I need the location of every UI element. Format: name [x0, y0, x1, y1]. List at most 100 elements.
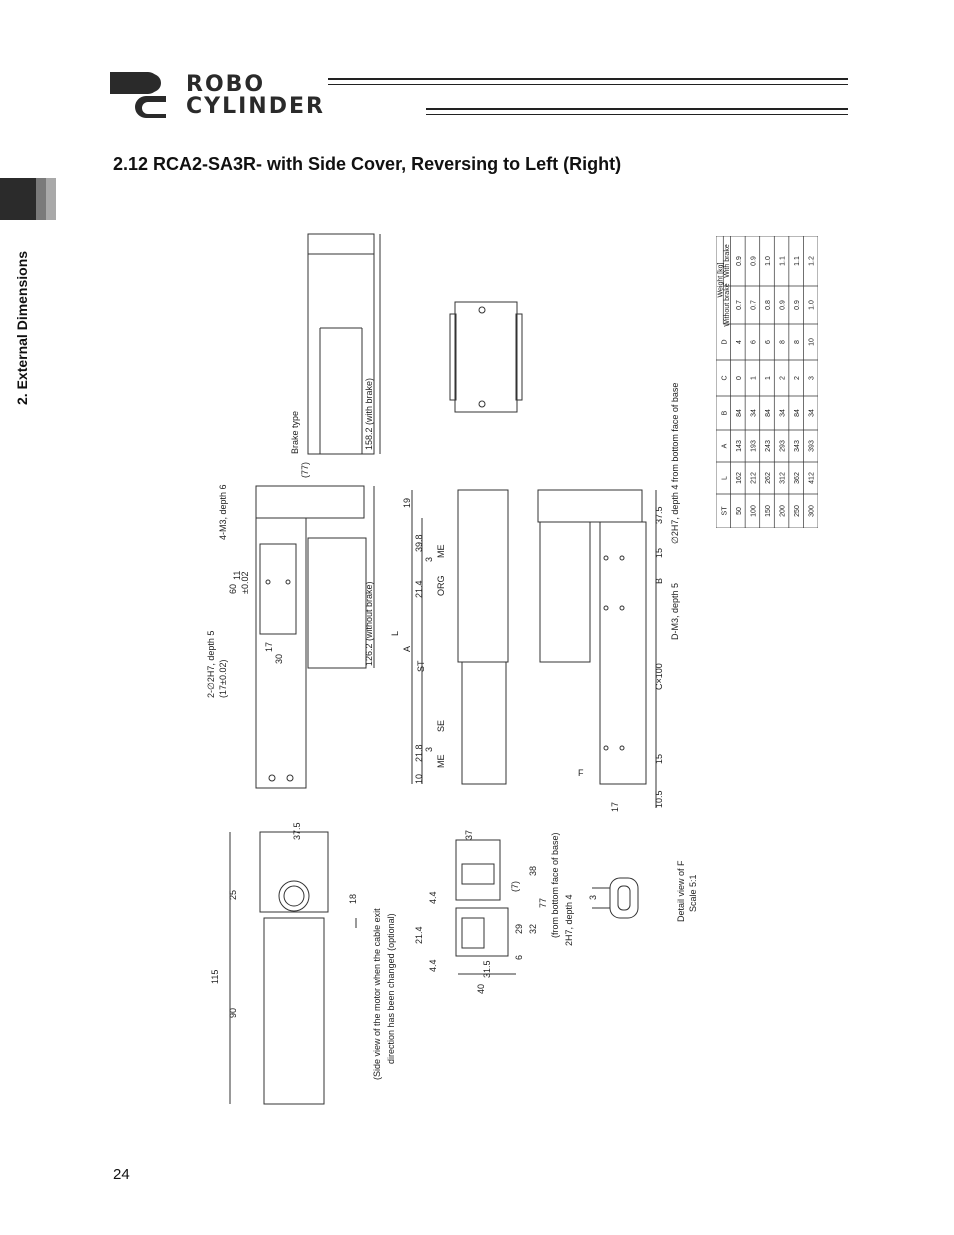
label-4m3: 4-M3, depth 6	[218, 484, 228, 540]
label-10: 10	[414, 774, 424, 784]
logo-rule-bottom2	[426, 114, 848, 115]
label-c100: C×100	[654, 663, 664, 690]
label-17b: 17	[610, 802, 620, 812]
table-header-cell: With brake	[724, 244, 731, 278]
table-cell: 193	[750, 440, 757, 452]
table-cell: 0.7	[750, 300, 757, 310]
label-21-4b: 21.4	[414, 926, 424, 944]
bottom-center-top	[455, 839, 501, 901]
table-cell: 6	[765, 340, 772, 344]
side-tab-label: 2. External Dimensions	[14, 250, 30, 405]
label-A: A	[402, 646, 412, 652]
table-cell: 0.8	[765, 300, 772, 310]
label-31-5: 31.5	[482, 960, 492, 978]
label-25: 25	[228, 890, 238, 900]
table-cell: 262	[765, 472, 772, 484]
label-2h7: 2-∅2H7, depth 5	[206, 631, 216, 698]
label-21-8: 21.8	[414, 744, 424, 762]
table-cell: 312	[780, 472, 787, 484]
center-view-head	[457, 489, 509, 663]
label-37: 37	[464, 830, 474, 840]
table-cell: 34	[780, 409, 787, 417]
table-cell: 362	[794, 472, 801, 484]
label-B: B	[654, 578, 664, 584]
label-29: 29	[514, 924, 524, 934]
label-77: (77)	[300, 462, 310, 478]
label-10-5: 10.5	[654, 790, 664, 808]
label-detail-title: Detail view of F	[676, 860, 686, 922]
rc-mark-icon	[110, 72, 166, 118]
label-ST: ST	[416, 660, 426, 672]
table-cell: 84	[765, 409, 772, 417]
label-L: L	[390, 631, 400, 636]
label-F: F	[578, 768, 584, 778]
label-18: 18	[348, 894, 358, 904]
label-with-brake: 158.2 (with brake)	[364, 378, 374, 450]
label-4-4a: 4.4	[428, 891, 438, 904]
label-brake-type: Brake type	[290, 411, 300, 454]
table-cell: 84	[794, 409, 801, 417]
logo-rule-top2	[328, 84, 848, 85]
table-cell: 243	[765, 440, 772, 452]
label-37-5: 37.5	[654, 506, 664, 524]
table-cell: 1.1	[794, 256, 801, 266]
table-cell: 1.0	[809, 300, 816, 310]
label-32: 32	[528, 924, 538, 934]
label-90: 90	[228, 1008, 238, 1018]
label-15a: 15	[654, 548, 664, 558]
label-side-note-2: direction has been changed (optional)	[386, 913, 396, 1064]
table-cell: 200	[780, 505, 787, 517]
left-view-body	[255, 517, 307, 789]
label-77b: 77	[538, 898, 548, 908]
end-view-top	[454, 301, 518, 413]
table-cell: 0.7	[736, 300, 743, 310]
label-me-top: ME	[436, 545, 446, 559]
label-6: 6	[514, 955, 524, 960]
table-cell: 1.0	[765, 256, 772, 266]
label-3b: 3	[424, 747, 434, 752]
table-header-cell: L	[721, 476, 728, 480]
table-cell: 2	[780, 376, 787, 380]
label-60: 60	[228, 584, 238, 594]
bottom-center-body	[455, 907, 509, 957]
table-cell: 162	[736, 472, 743, 484]
label-h7-tol: (17±0.02)	[218, 660, 228, 698]
table-cell: 10	[809, 338, 816, 346]
dimension-drawing: Brake type 158.2 (with brake) 126.2 (wit…	[206, 233, 698, 1105]
table-cell: 1	[765, 376, 772, 380]
table-header-cell: ST	[721, 506, 728, 516]
table-cell: 343	[794, 440, 801, 452]
robo-cylinder-logo: ROBO CYLINDER	[108, 70, 848, 120]
logo-line1: ROBO	[186, 72, 266, 97]
label-15b: 15	[654, 754, 664, 764]
table-cell: 1	[750, 376, 757, 380]
label-17: 17	[264, 642, 274, 652]
label-side-note-1: (Side view of the motor when the cable e…	[372, 908, 382, 1080]
label-dm3: D-M3, depth 5	[670, 583, 680, 640]
table-cell: 3	[809, 376, 816, 380]
label-h7-bottom: ∅2H7, depth 4 from bottom face of base	[670, 383, 680, 544]
label-se: SE	[436, 720, 446, 732]
table-cell: 1.2	[809, 256, 816, 266]
center-view-rod	[461, 661, 507, 785]
label-3c: 3	[588, 895, 598, 900]
table-cell: 6	[750, 340, 757, 344]
table-cell: 143	[736, 440, 743, 452]
bottom-left-head	[259, 831, 329, 913]
table-cell: 34	[750, 409, 757, 417]
table-cell: 100	[750, 505, 757, 517]
label-3a: 3	[424, 557, 434, 562]
table-cell: 300	[809, 505, 816, 517]
table-cell: 250	[794, 505, 801, 517]
label-org: ORG	[436, 575, 446, 596]
label-detail-h7-1: (from bottom face of base)	[550, 832, 560, 938]
table-cell: 393	[809, 440, 816, 452]
table-cell: 34	[809, 409, 816, 417]
table-cell: 0.9	[750, 256, 757, 266]
table-cell: 412	[809, 472, 816, 484]
right-view-head	[537, 489, 643, 523]
label-7: (7)	[510, 881, 520, 892]
table-cell: 1.1	[780, 256, 787, 266]
table-header-cell: Without brake	[724, 283, 731, 326]
